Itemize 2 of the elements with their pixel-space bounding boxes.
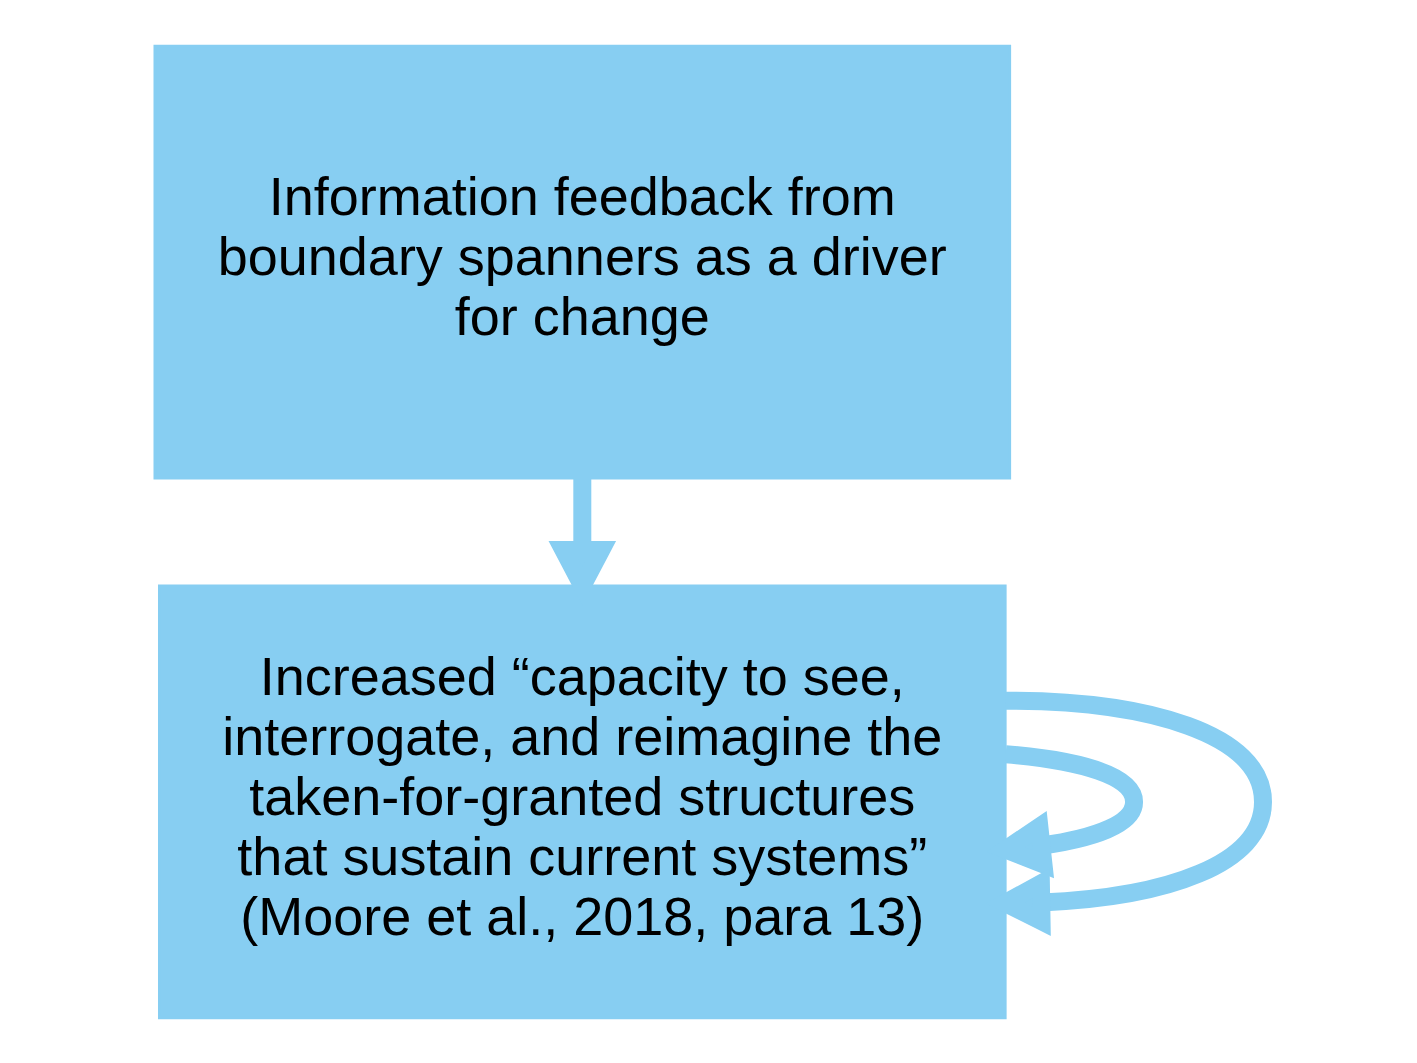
node-box: Information feedback from boundary spanners as a driver for change bbox=[153, 44, 1011, 479]
node-box: Increased “capacity to see, interrogate, and reimagine the taken-for-granted structures that sustain current systems” (Moore et al., 2018, para 13) bbox=[157, 584, 1007, 1019]
